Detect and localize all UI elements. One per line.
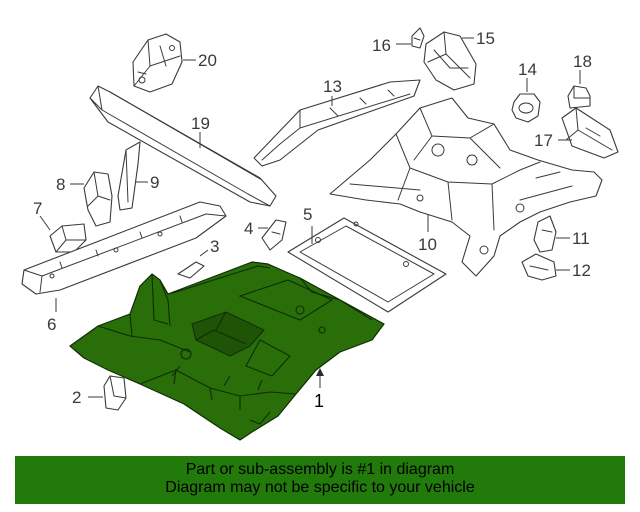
part-20-bracket[interactable] [132, 33, 183, 93]
part-7-bracket[interactable] [49, 223, 87, 253]
callout-20: 20 [198, 51, 217, 70]
callout-7: 7 [33, 199, 42, 218]
callout-4: 4 [244, 219, 253, 238]
part-11-bracket[interactable] [533, 215, 557, 253]
banner-line-2: Diagram may not be specific to your vehi… [165, 479, 475, 496]
part-9-pillar[interactable] [117, 141, 141, 211]
part-18-bracket[interactable] [567, 85, 591, 109]
part-17-panel[interactable] [561, 107, 619, 159]
part-19-rail[interactable] [89, 85, 277, 207]
callout-19: 19 [191, 114, 210, 133]
callout-17: 17 [534, 131, 553, 150]
part-15-housing[interactable] [423, 31, 477, 91]
callout-6: 6 [47, 315, 56, 334]
callout-18: 18 [573, 52, 592, 71]
info-banner: Part or sub-assembly is #1 in diagram Di… [15, 456, 625, 504]
callout-9: 9 [150, 173, 159, 192]
part-14-mount[interactable] [511, 93, 541, 123]
part-5-panel[interactable] [287, 217, 447, 313]
callout-2: 2 [72, 388, 81, 407]
callout-16: 16 [372, 36, 391, 55]
callout-10: 10 [418, 235, 437, 254]
callout-15: 15 [476, 29, 495, 48]
banner-line-1: Part or sub-assembly is #1 in diagram [185, 461, 455, 478]
part-8-bracket[interactable] [83, 171, 113, 227]
part-3-plate[interactable] [177, 261, 205, 279]
callout-8: 8 [56, 175, 65, 194]
callout-11: 11 [572, 229, 590, 248]
parts-diagram: 20 19 13 16 15 14 18 17 [21, 27, 619, 441]
part-1-floor-pan[interactable] [69, 261, 385, 441]
part-6-sill[interactable] [21, 201, 227, 295]
callout-14: 14 [518, 60, 537, 79]
part-13-member[interactable] [253, 79, 421, 167]
part-10-rear-frame[interactable] [329, 97, 603, 277]
callout-5: 5 [303, 205, 312, 224]
callout-1: 1 [314, 391, 324, 411]
part-2-bracket[interactable] [103, 375, 127, 411]
callout-12: 12 [572, 261, 591, 280]
callout-3: 3 [210, 237, 219, 256]
part-16-clip[interactable] [411, 27, 425, 49]
callout-13: 13 [323, 77, 342, 96]
part-4-plate[interactable] [261, 219, 287, 251]
part-12-plate[interactable] [521, 253, 557, 281]
